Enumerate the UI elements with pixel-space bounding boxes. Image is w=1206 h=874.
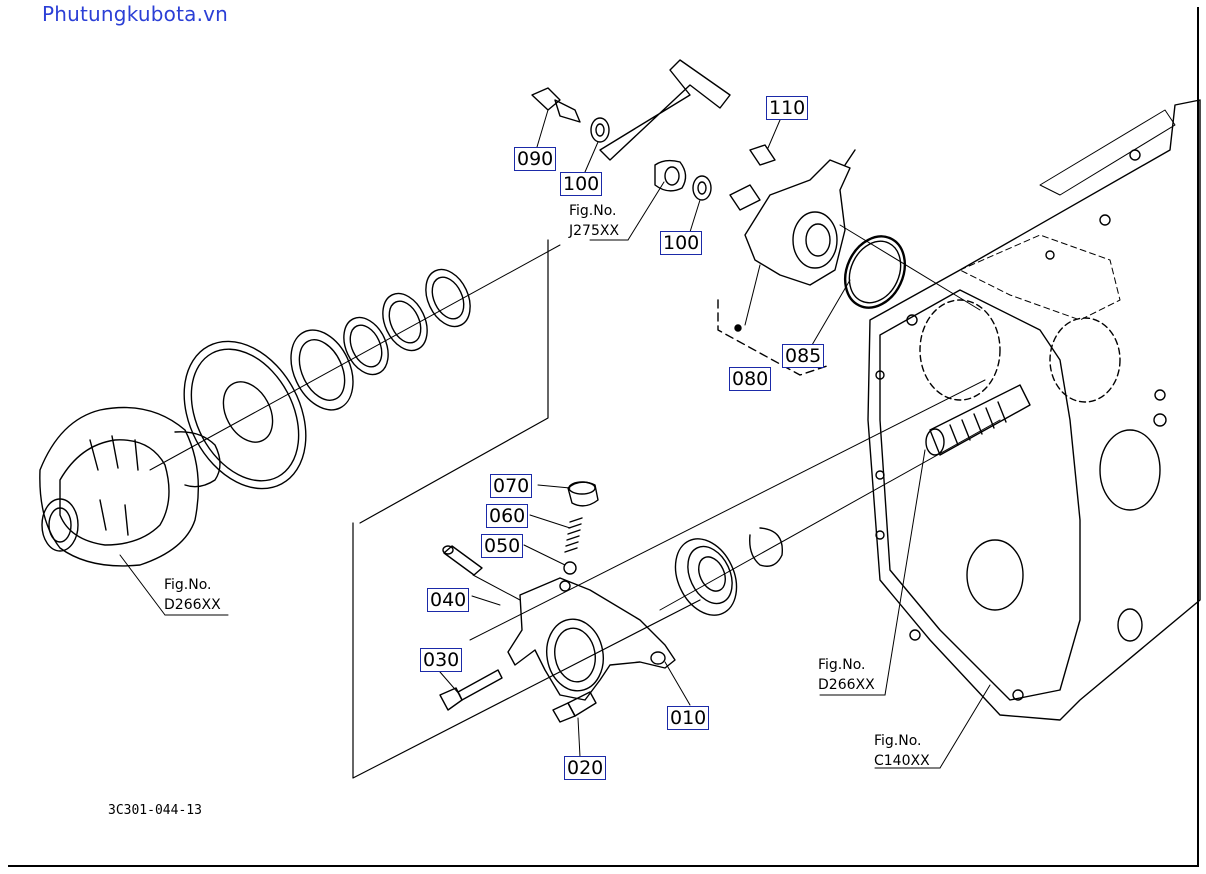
center-axis-lines (149, 224, 1001, 641)
snap-ring (749, 527, 784, 567)
fig-ref-label: Fig.No. (818, 657, 866, 673)
part-number-050[interactable]: 050 (481, 534, 524, 558)
leader-lines (119, 109, 991, 769)
thrust-bearing (290, 329, 354, 411)
shift-fork (507, 577, 676, 701)
part-number-070[interactable]: 070 (490, 474, 533, 498)
bolt-030 (439, 669, 503, 711)
friction-disc (183, 340, 307, 490)
part-number-100-upper[interactable]: 100 (560, 172, 603, 196)
oil-pipe (599, 59, 731, 192)
lower-group-box (352, 522, 701, 779)
transmission-case (867, 99, 1201, 721)
part-number-060[interactable]: 060 (486, 504, 529, 528)
assembly-bracket (717, 299, 831, 376)
drawing-number: 3C301-044-13 (108, 803, 202, 818)
washer-upper (590, 117, 610, 143)
splined-shaft (925, 384, 1031, 456)
clutch-group-box (359, 239, 549, 524)
plug (567, 481, 599, 507)
fig-ref-code: D266XX (164, 597, 221, 613)
fig-ref-label: Fig.No. (874, 733, 922, 749)
part-number-090[interactable]: 090 (514, 147, 557, 171)
fig-ref-d266-right[interactable]: Fig.No. D266XX (818, 655, 875, 695)
part-number-010[interactable]: 010 (667, 706, 710, 730)
drawing-frame (8, 7, 1199, 867)
shim-rings (343, 268, 471, 376)
bolt-020 (552, 691, 597, 723)
fig-ref-d266-left[interactable]: Fig.No. D266XX (164, 575, 221, 615)
part-number-085[interactable]: 085 (782, 344, 825, 368)
fig-ref-j275[interactable]: Fig.No. J275XX (569, 201, 619, 241)
fig-ref-c140[interactable]: Fig.No. C140XX (874, 731, 930, 771)
fig-ref-code: D266XX (818, 677, 875, 693)
part-number-020[interactable]: 020 (564, 756, 607, 780)
watermark: Phutungkubota.vn (42, 2, 229, 26)
part-number-100-lower[interactable]: 100 (660, 231, 703, 255)
fig-ref-code: J275XX (569, 223, 620, 239)
washer-lower (692, 175, 712, 201)
spring (564, 517, 583, 553)
pin (442, 545, 483, 576)
part-number-110[interactable]: 110 (766, 96, 809, 120)
part-number-030[interactable]: 030 (420, 648, 463, 672)
part-number-080[interactable]: 080 (729, 367, 772, 391)
detent-ball (563, 561, 577, 575)
fig-ref-label: Fig.No. (569, 203, 617, 219)
assembly-dot (734, 324, 742, 332)
clutch-housing (39, 406, 221, 567)
part-number-040[interactable]: 040 (427, 588, 470, 612)
ball-bearing (674, 538, 738, 616)
fig-ref-label: Fig.No. (164, 577, 212, 593)
banjo-bolt (531, 87, 581, 123)
valve-body (729, 144, 856, 286)
fig-ref-code: C140XX (874, 753, 930, 769)
o-ring (843, 235, 907, 309)
